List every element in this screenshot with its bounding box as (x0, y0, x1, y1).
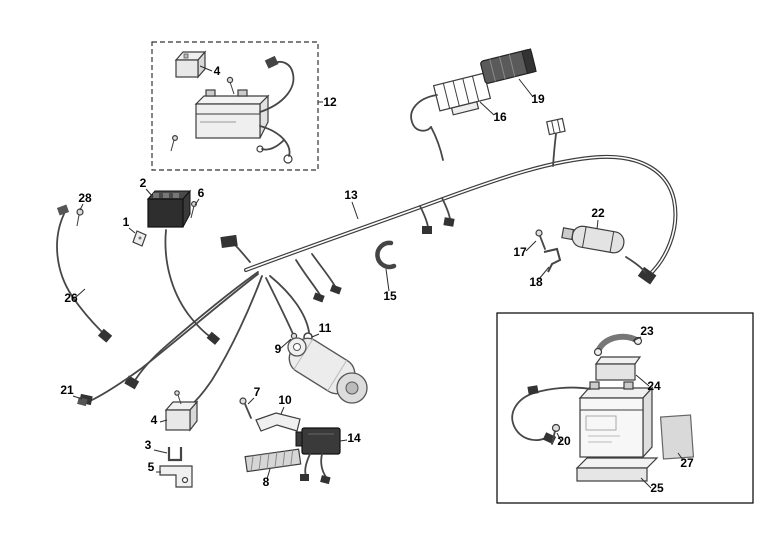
harness-branches (79, 117, 646, 410)
screw-28 (76, 208, 84, 227)
callout-11: 11 (319, 321, 332, 335)
callout-22: 22 (591, 206, 605, 220)
cable-clamp-15 (375, 240, 397, 270)
bolt-20 (551, 423, 561, 445)
clip-1 (132, 230, 147, 247)
callout-labels: 4 12 16 19 28 2 6 1 26 13 15 17 18 22 21… (60, 64, 694, 495)
battery-group-box (496, 312, 754, 504)
callout-2: 2 (140, 176, 147, 190)
battery-inset (194, 89, 270, 139)
bracket-18 (543, 247, 562, 273)
callout-4-inset: 4 (214, 64, 221, 78)
callout-16: 16 (493, 110, 507, 124)
pad-27 (659, 414, 695, 460)
solenoid-22 (561, 225, 625, 254)
connector-module-16 (432, 72, 492, 116)
callout-5: 5 (148, 460, 155, 474)
module-19 (480, 48, 537, 84)
callout-10: 10 (278, 393, 292, 407)
clip-3 (167, 447, 183, 462)
callout-3: 3 (145, 438, 152, 452)
inset-dashed-box (151, 41, 319, 171)
callout-1: 1 (123, 215, 130, 229)
callout-15: 15 (383, 289, 397, 303)
leader-lines (72, 65, 684, 489)
relay-4-bottom (164, 390, 199, 432)
screw-6 (190, 201, 198, 219)
strap-23 (593, 333, 643, 357)
bolt-17 (535, 229, 546, 250)
block-24 (594, 356, 642, 381)
callout-23: 23 (640, 324, 654, 338)
harness-end-connector (637, 266, 657, 285)
wire-26 (56, 204, 113, 343)
callout-24: 24 (647, 379, 661, 393)
callout-9: 9 (275, 342, 282, 356)
bracket-10 (255, 412, 301, 432)
battery-inset-cables (256, 55, 295, 164)
relay-inset (174, 50, 207, 79)
callout-4-bottom: 4 (151, 413, 158, 427)
callout-8: 8 (263, 475, 270, 489)
screw-inset-icon (226, 76, 235, 95)
callout-19: 19 (531, 92, 545, 106)
callout-21: 21 (60, 383, 74, 397)
resistor-strip-8 (244, 448, 302, 473)
bracket-5 (159, 465, 193, 488)
callout-25: 25 (650, 481, 664, 495)
starter-motor (287, 337, 368, 404)
battery-tray-25 (575, 457, 659, 482)
callout-28: 28 (78, 191, 92, 205)
callout-14: 14 (347, 431, 361, 445)
callout-17: 17 (513, 245, 527, 259)
relay-block-2 (146, 189, 192, 228)
module-14 (295, 427, 341, 485)
wiring-harness-trunk (244, 154, 678, 285)
bolt-7 (239, 397, 252, 419)
ground-cable-20 (511, 385, 591, 445)
screw-inset-bottom-icon (170, 135, 179, 152)
connector-21 (77, 397, 88, 407)
module-16-wire (410, 94, 444, 161)
callout-18: 18 (529, 275, 543, 289)
callout-20: 20 (557, 434, 571, 448)
callout-13: 13 (344, 188, 358, 202)
callout-27: 27 (680, 456, 694, 470)
callout-12: 12 (323, 95, 337, 109)
callout-26: 26 (64, 291, 78, 305)
callout-6: 6 (198, 186, 205, 200)
battery (578, 381, 654, 459)
callout-7: 7 (254, 385, 261, 399)
